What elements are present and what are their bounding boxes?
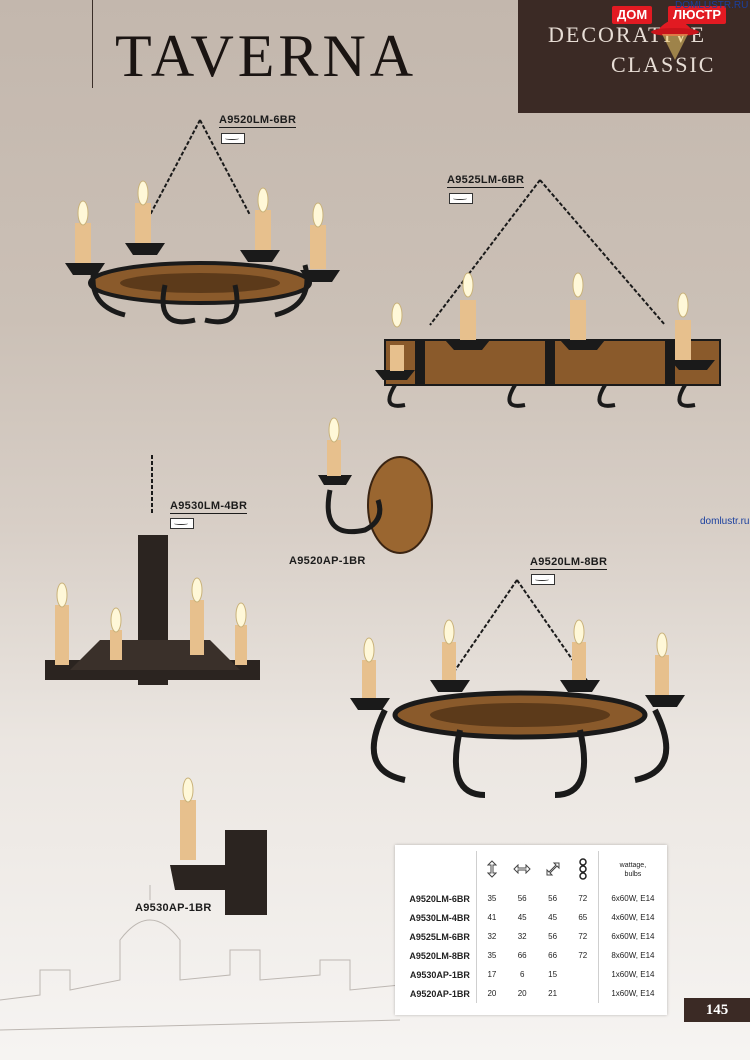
table-row: A9530AP-1BR 17 6 15 1x60W, E14 [403, 965, 667, 984]
table-row: A9520AP-1BR 20 20 21 1x60W, E14 [403, 984, 667, 1003]
page-number: 145 [684, 998, 750, 1022]
spec-table: wattage, bulbs A9520LM-6BR 35 56 56 72 6… [403, 851, 667, 1003]
table-row: A9520LM-6BR 35 56 56 72 6x60W, E14 [403, 889, 667, 908]
row-depth: 66 [548, 951, 558, 960]
row-width: 66 [517, 951, 527, 960]
ceiling-mount-icon [449, 193, 473, 204]
row-depth: 15 [548, 970, 558, 979]
row-name: A9530AP-1BR [409, 969, 470, 980]
chandelier-logo-icon [651, 8, 699, 60]
row-height: 17 [475, 965, 507, 984]
brand-line-classic: CLASSIC [611, 52, 716, 77]
row-height: 20 [475, 984, 507, 1003]
row-wattage: 8x60W, E14 [597, 946, 667, 965]
chandelier-a9530lm-4br-image [45, 455, 260, 685]
chandelier-a9525lm-6br-image [375, 179, 721, 408]
row-depth: 21 [548, 989, 558, 998]
row-width: 32 [517, 932, 527, 941]
logo-url[interactable]: DOMLUSTR.RU [675, 0, 749, 11]
row-wattage: 1x60W, E14 [597, 984, 667, 1003]
page-title: TAVERNA [115, 23, 418, 89]
row-wattage: 4x60W, E14 [597, 908, 667, 927]
bulbs-header-label: bulbs [624, 871, 642, 878]
sconce-a9530ap-1br-image [170, 777, 267, 915]
diameter-icon [537, 851, 567, 889]
row-wattage: 1x60W, E14 [597, 965, 667, 984]
label-a9530ap-1br: A9530AP-1BR [135, 902, 212, 914]
row-width: 45 [517, 913, 527, 922]
row-chain: 72 [578, 951, 588, 960]
table-row: A9525LM-6BR 32 32 56 72 6x60W, E14 [403, 927, 667, 946]
label-a9530lm-4br: A9530LM-4BR [170, 500, 248, 514]
row-height: 35 [475, 889, 507, 908]
spec-table-card: wattage, bulbs A9520LM-6BR 35 56 56 72 6… [395, 845, 667, 1015]
chain-icon [568, 851, 599, 889]
sconce-a9520ap-1br-image [318, 417, 433, 554]
ceiling-mount-icon [170, 518, 194, 529]
label-a9525lm-6br: A9525LM-6BR [447, 174, 525, 188]
row-name: A9520LM-8BR [409, 950, 470, 961]
chandelier-a9520lm-6br-image [65, 119, 340, 325]
row-width: 20 [517, 989, 527, 998]
row-chain: 65 [578, 913, 588, 922]
row-wattage: 6x60W, E14 [597, 927, 667, 946]
label-a9520lm-8br: A9520LM-8BR [530, 556, 608, 570]
row-name: A9520AP-1BR [409, 988, 470, 999]
side-url[interactable]: domlustr.ru [700, 516, 750, 527]
row-depth: 45 [548, 913, 558, 922]
row-height: 41 [475, 908, 507, 927]
row-height: 32 [475, 927, 507, 946]
width-icon [507, 851, 537, 889]
row-chain [568, 984, 599, 1003]
row-width: 6 [519, 970, 525, 979]
ceiling-mount-icon [531, 574, 555, 585]
wattage-header: wattage, bulbs [597, 851, 667, 889]
row-wattage: 6x60W, E14 [597, 889, 667, 908]
row-width: 56 [517, 894, 527, 903]
row-name: A9520LM-6BR [409, 893, 470, 904]
label-a9520ap-1br: A9520AP-1BR [289, 555, 366, 567]
row-name: A9530LM-4BR [409, 912, 470, 923]
table-row: A9530LM-4BR 41 45 45 65 4x60W, E14 [403, 908, 667, 927]
logo-lustr: ЛЮСТР [668, 6, 727, 24]
logo-dom: ДОМ [612, 6, 653, 24]
table-row: A9520LM-8BR 35 66 66 72 8x60W, E14 [403, 946, 667, 965]
row-chain: 72 [578, 894, 588, 903]
row-height: 35 [475, 946, 507, 965]
ceiling-mount-icon [221, 133, 245, 144]
row-chain: 72 [578, 932, 588, 941]
label-a9520lm-6br: A9520LM-6BR [219, 114, 297, 128]
spec-header-row: wattage, bulbs [403, 851, 667, 889]
wattage-header-label: wattage, [619, 862, 647, 869]
row-chain [568, 965, 599, 984]
chandelier-a9520lm-8br-image [350, 579, 685, 798]
title-divider [92, 0, 93, 88]
row-name: A9525LM-6BR [409, 931, 470, 942]
row-depth: 56 [548, 932, 558, 941]
city-sketch-illustration [0, 885, 400, 1031]
row-depth: 56 [548, 894, 558, 903]
height-icon [475, 851, 507, 889]
